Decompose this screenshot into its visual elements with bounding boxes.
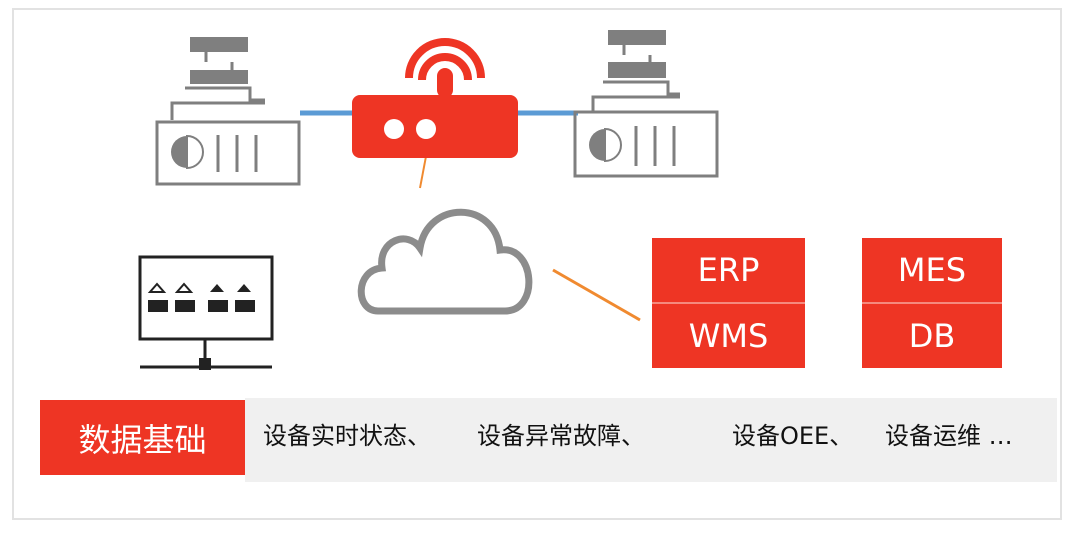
system-box-mes-db: MES DB	[862, 238, 1002, 368]
data-item: 设备OEE、	[732, 422, 854, 450]
network-switch-icon	[138, 255, 274, 370]
data-basis-label: 数据基础	[40, 400, 245, 475]
frame-border	[12, 8, 1062, 520]
system-wms: WMS	[652, 302, 805, 368]
link-cloud-systems	[552, 268, 641, 322]
system-erp: ERP	[697, 251, 760, 289]
data-item: 设备运维 …	[885, 422, 1013, 450]
data-item: 设备异常故障、	[477, 422, 645, 450]
system-box-erp-wms: ERP WMS	[652, 238, 805, 368]
data-items-bar: 设备实时状态、 设备异常故障、 设备OEE、 设备运维 …	[245, 398, 1057, 482]
right-server-icon	[573, 30, 719, 178]
system-db: DB	[862, 302, 1002, 368]
left-server-icon	[155, 37, 301, 186]
wireless-router-icon	[352, 38, 518, 158]
system-mes: MES	[897, 251, 967, 289]
data-item: 设备实时状态、	[263, 422, 431, 450]
cloud-icon	[357, 208, 533, 315]
